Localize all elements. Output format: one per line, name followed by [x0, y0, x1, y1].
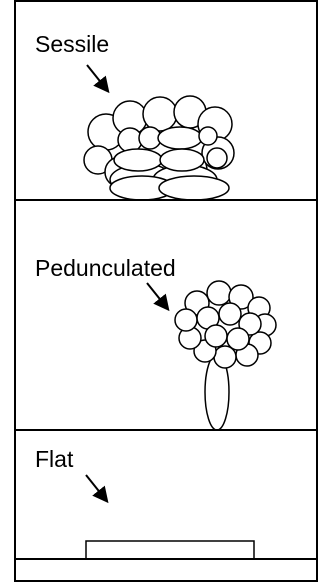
sessile-panel	[15, 64, 317, 201]
flat-label: Flat	[35, 446, 74, 472]
flat-panel	[15, 474, 317, 560]
flat-polyp	[85, 540, 255, 560]
pedunculated-panel	[15, 280, 317, 431]
sessile-label: Sessile	[35, 31, 110, 57]
pedunculated-polyp	[174, 280, 277, 431]
outer-frame	[14, 0, 318, 582]
sessile-polyp	[83, 95, 235, 201]
sessile-arrow	[86, 64, 110, 94]
pedunculated-arrow	[146, 282, 170, 312]
flat-arrow	[85, 474, 109, 504]
pedunculated-label: Pedunculated	[35, 255, 176, 281]
